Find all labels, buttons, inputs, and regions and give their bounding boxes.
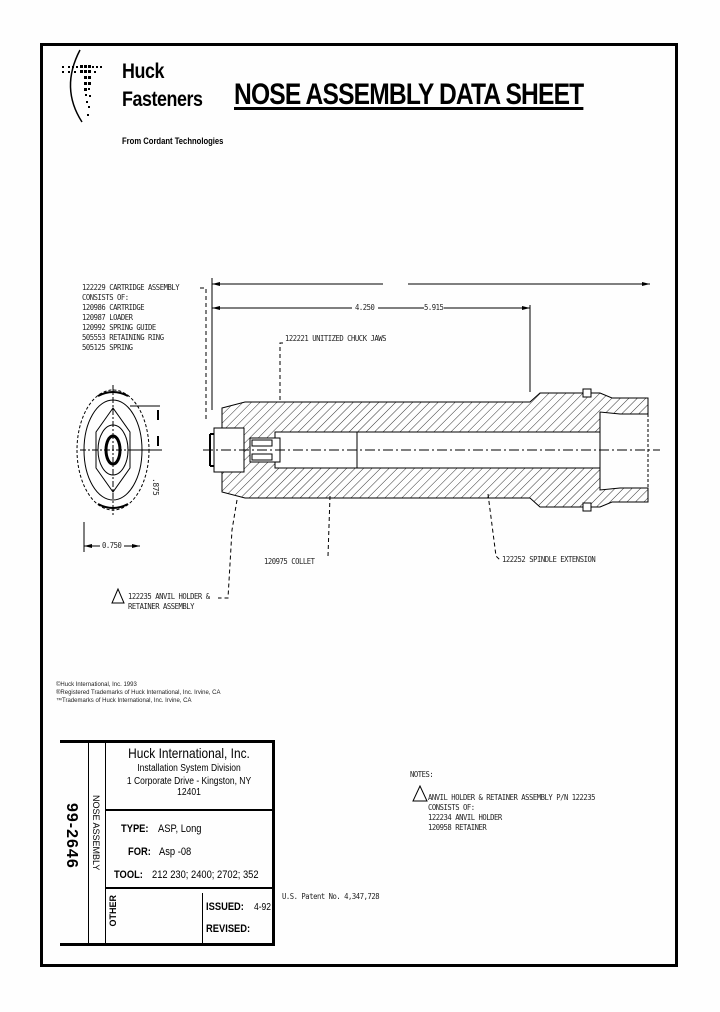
doc-type: NOSE ASSEMBLY <box>91 795 101 871</box>
issued-label: ISSUED: <box>206 901 244 913</box>
huck-logo-icon <box>62 49 102 123</box>
dimension-diameter: 0.750 <box>102 541 122 550</box>
tool-value: 212 230; 2400; 2702; 352 <box>152 869 260 881</box>
brand-name-line1: Huck <box>122 60 164 83</box>
for-label: FOR: <box>128 846 151 858</box>
callout-spindle-extension: 122252 SPINDLE EXTENSION <box>502 555 596 564</box>
dimension-overall-length: 5.915 <box>424 303 444 313</box>
type-label: TYPE: <box>121 823 149 835</box>
dimension-flats: .875 <box>151 478 160 496</box>
for-value: Asp -08 <box>159 846 192 858</box>
notes-list: ANVIL HOLDER & RETAINER ASSEMBLY P/N 122… <box>428 793 596 832</box>
page-title: NOSE ASSEMBLY DATA SHEET <box>234 78 584 111</box>
brand-tagline: From Cordant Technologies <box>122 136 224 146</box>
callout-anvil-holder: 122235 ANVIL HOLDER & RETAINER ASSEMBLY <box>128 592 210 611</box>
doc-number: 99-2646 <box>63 803 80 869</box>
patent-number: U.S. Patent No. 4,347,728 <box>282 892 380 901</box>
doc-number-column: 99-2646 <box>60 743 89 943</box>
issued-value: 4-92 <box>254 902 272 913</box>
tool-spec: TYPE: ASP, Long FOR: Asp -08 TOOL: 212 2… <box>106 811 272 889</box>
company-division: Installation System Division <box>137 763 241 774</box>
notes-heading: NOTES: <box>410 770 434 779</box>
doc-type-column: NOSE ASSEMBLY <box>88 743 106 943</box>
type-value: ASP, Long <box>157 823 202 835</box>
warning-triangle-icon <box>412 785 428 802</box>
company-info: Huck International, Inc. Installation Sy… <box>106 743 272 811</box>
callout-cartridge-assembly: 122229 CARTRIDGE ASSEMBLY CONSISTS OF: 1… <box>82 283 180 352</box>
callout-chuck-jaws: 122221 UNITIZED CHUCK JAWS <box>285 334 387 343</box>
drawing-sheet-border <box>40 43 678 967</box>
nose-assembly-drawing <box>76 278 660 604</box>
dimension-inner-length: 4.250 <box>355 303 375 313</box>
company-address: 1 Corporate Drive - Kingston, NY 12401 <box>126 776 252 798</box>
callout-collet: 120975 COLLET <box>264 557 315 566</box>
tool-label: TOOL: <box>114 869 143 881</box>
title-block: 99-2646 NOSE ASSEMBLY Huck International… <box>60 740 275 946</box>
brand-name-line2: Fasteners <box>122 88 203 111</box>
company-name: Huck International, Inc. <box>128 745 250 761</box>
issue-info: OTHER ISSUED: 4-92 REVISED: <box>106 889 272 943</box>
other-label: OTHER <box>108 895 118 927</box>
copyright-notice: ©Huck International, Inc. 1993 ®Register… <box>56 682 221 704</box>
revised-label: REVISED: <box>206 923 251 935</box>
